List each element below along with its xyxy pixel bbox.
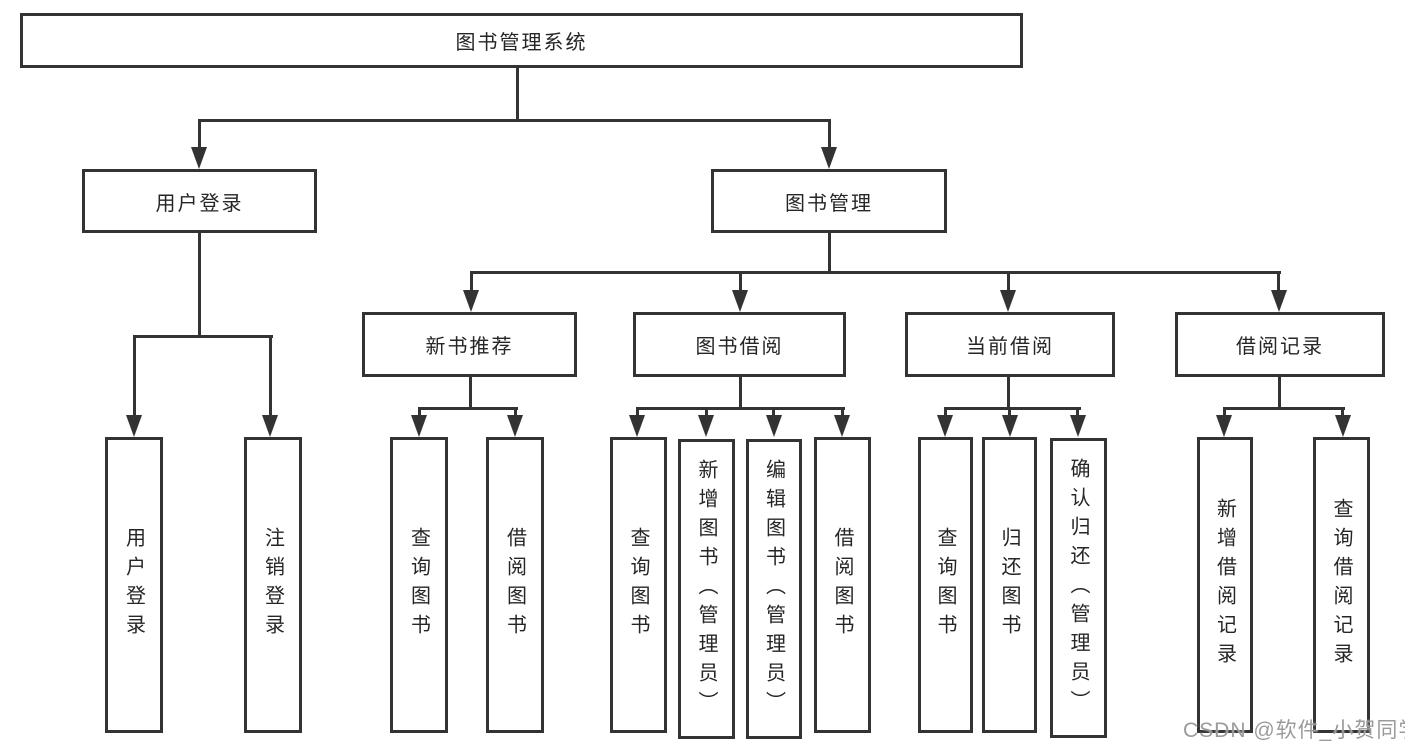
node-user-login: 用户登录 [82,169,317,233]
leaf-borrowing-query-books: 查询图书 [610,437,667,733]
connector-line [636,407,845,410]
connector-arrowhead [1070,415,1086,437]
connector-line [1007,271,1010,292]
connector-arrowhead [262,415,278,437]
connector-arrowhead [463,290,479,312]
connector-line [269,335,272,417]
connector-line [516,68,519,119]
leaf-current-return-books: 归还图书 [982,437,1037,733]
connector-arrowhead [191,147,207,169]
leaf-newbook-borrow-books: 借阅图书 [486,437,544,733]
csdn-watermark: CSDN @软件_小贺同学 [1183,719,1405,742]
connector-arrowhead [507,415,523,437]
connector-arrowhead [1216,415,1232,437]
leaf-newbook-query-books: 查询图书 [390,437,448,733]
connector-line [841,407,844,419]
connector-line [133,335,136,417]
connector-arrowhead [834,415,850,437]
node-borrowing-records: 借阅记录 [1175,312,1385,377]
connector-arrowhead [1271,290,1287,312]
connector-line [1341,407,1344,419]
connector-line [1278,377,1281,407]
connector-line [133,335,273,338]
connector-line [418,407,518,410]
connector-arrowhead [126,415,142,437]
connector-line [944,407,947,419]
node-book-borrowing: 图书借阅 [633,312,846,377]
connector-arrowhead [1000,290,1016,312]
connector-line [470,271,473,292]
connector-line [739,377,742,407]
connector-line [828,233,831,271]
connector-line [514,407,517,419]
connector-line [1223,407,1345,410]
leaf-borrowing-edit-books-admin: 编辑图书（管理员） [746,439,802,739]
connector-line [1008,407,1011,419]
connector-arrowhead [698,415,714,437]
leaf-user-login: 用户登录 [105,437,163,733]
connector-line [198,119,831,122]
leaf-records-add-record: 新增借阅记录 [1197,437,1253,733]
connector-line [636,407,639,419]
connector-line [1076,407,1079,419]
leaf-current-query-books: 查询图书 [918,437,973,733]
leaf-borrowing-borrow-books: 借阅图书 [814,437,871,733]
connector-arrowhead [629,415,645,437]
connector-line [198,119,201,149]
connector-line [470,271,1281,274]
leaf-logout: 注销登录 [244,437,302,733]
node-current-borrowing: 当前借阅 [905,312,1115,377]
leaf-records-query-record: 查询借阅记录 [1313,437,1370,733]
connector-arrowhead [411,415,427,437]
node-root: 图书管理系统 [20,13,1023,68]
connector-line [418,407,421,419]
connector-line [705,407,708,419]
connector-arrowhead [937,415,953,437]
connector-line [469,377,472,407]
connector-line [739,271,742,292]
connector-line [1007,377,1010,407]
connector-arrowhead [766,415,782,437]
connector-line [772,407,775,419]
connector-line [1223,407,1226,419]
node-book-management: 图书管理 [711,169,947,233]
connector-line [944,407,1081,410]
connector-arrowhead [1335,415,1351,437]
leaf-borrowing-add-books-admin: 新增图书（管理员） [678,439,735,739]
leaf-current-confirm-return-admin: 确认归还（管理员） [1050,438,1107,738]
node-new-book-recommend: 新书推荐 [362,312,577,377]
connector-arrowhead [732,290,748,312]
connector-line [1277,271,1280,292]
connector-line [198,233,201,335]
connector-arrowhead [821,147,837,169]
connector-arrowhead [1002,415,1018,437]
connector-line [828,119,831,149]
